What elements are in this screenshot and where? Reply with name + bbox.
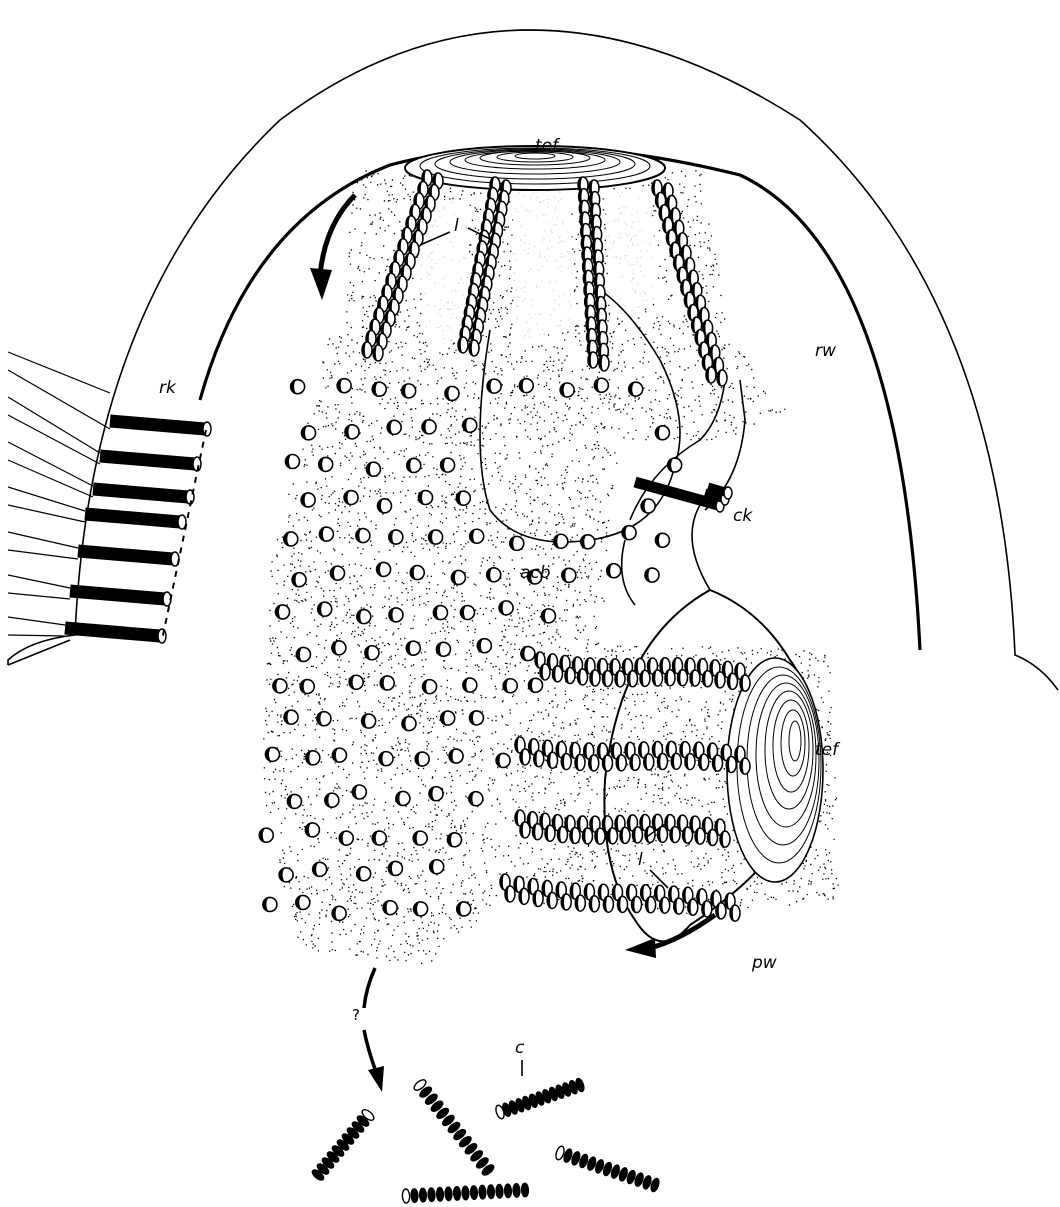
channel-left-edge [622, 540, 635, 605]
label-question: ? [352, 1008, 360, 1023]
label-l-bottom: l [638, 852, 643, 869]
label-pw: pw [752, 955, 777, 972]
label-ck: ck [733, 508, 752, 525]
channel-right-edge [692, 505, 710, 590]
label-c: c [515, 1040, 524, 1057]
flow-arrow-top [310, 195, 355, 300]
cell-outline [8, 30, 1058, 690]
label-tef-top: tef [535, 138, 558, 155]
flow-arrow-question [364, 968, 384, 1092]
label-acb: acb [520, 565, 551, 582]
label-l-top: l [454, 218, 459, 235]
label-tef-right: tef [815, 742, 838, 759]
row-kineties [8, 352, 211, 665]
label-rk: rk [159, 380, 176, 397]
label-rw: rw [815, 343, 836, 360]
free-kinetosome-chains [310, 1077, 660, 1203]
